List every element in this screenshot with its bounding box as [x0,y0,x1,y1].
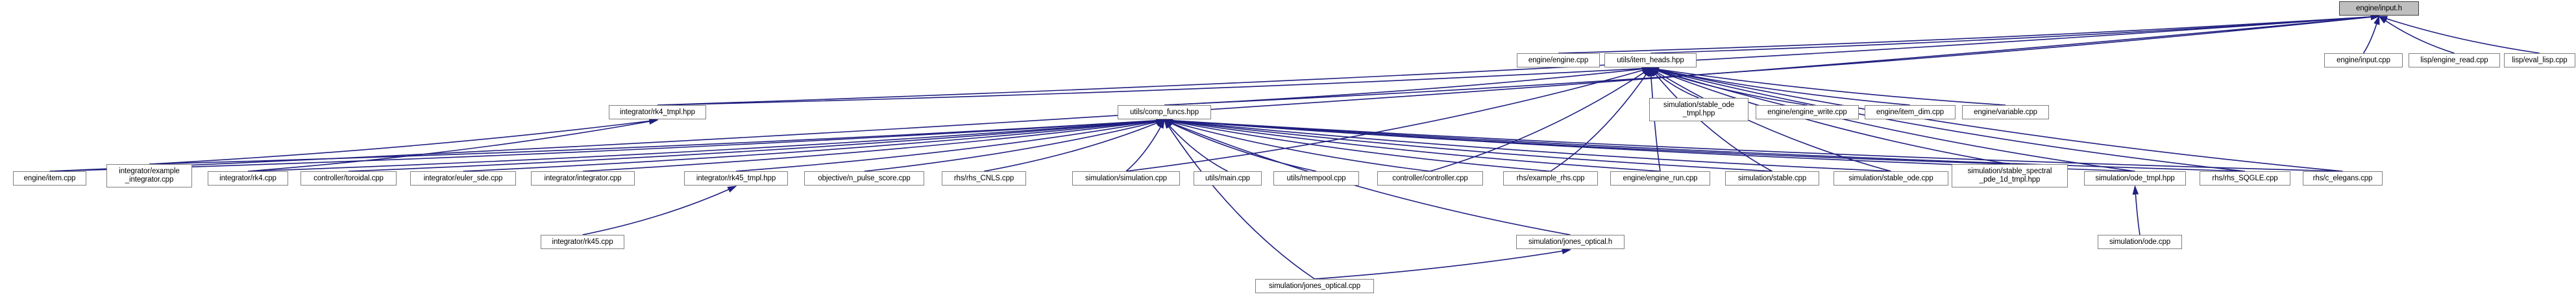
graph-edge [864,119,1166,172]
graph-node[interactable]: utils/item_heads.hpp [1604,53,1697,67]
graph-edge [582,186,737,235]
graph-edge [1125,119,1165,172]
graph-edge [1163,117,2246,172]
graph-edge [1314,248,1572,280]
graph-edge [1163,117,1773,172]
graph-edge [149,117,1166,165]
graph-edge [1163,117,2343,172]
graph-node[interactable]: rhs/c_elegans.cpp [2303,171,2383,186]
graph-edge [1164,14,2381,106]
graph-edge [2377,16,2540,54]
graph-edge [1164,66,1652,106]
graph-edge [1163,119,1430,172]
graph-node[interactable]: simulation/stable_ode _tmpl.hpp [1649,98,1748,121]
graph-edge [49,14,2381,172]
graph-node[interactable]: utils/comp_funcs.hpp [1118,105,1211,119]
graph-node[interactable]: lisp/eval_lisp.cpp [2504,53,2575,67]
graph-edge [1163,118,1661,172]
graph-node[interactable]: utils/mempool.cpp [1273,171,1359,186]
graph-edge [735,118,1166,172]
graph-node[interactable]: simulation/stable_spectral _pde_1d_tmpl.… [1952,164,2068,187]
graph-edge [1164,119,1315,280]
graph-node[interactable]: engine/input.cpp [2324,53,2403,67]
graph-edge [1163,118,1551,172]
graph-edge [1163,119,1317,172]
graph-node[interactable]: utils/main.cpp [1194,171,1262,186]
graph-node[interactable]: integrator/integrator.cpp [531,171,635,186]
graph-edge [348,117,1166,172]
graph-node[interactable]: integrator/rk4_tmpl.hpp [609,105,706,119]
graph-edge [1163,117,1891,172]
graph-edge [2378,16,2455,54]
graph-node[interactable]: rhs/example_rhs.cpp [1503,171,1598,186]
graph-edge [1163,119,1228,172]
graph-node[interactable]: integrator/euler_sde.cpp [410,171,516,186]
graph-node[interactable]: integrator/rk45_tmpl.hpp [684,171,788,186]
graph-edge [463,117,1166,172]
graph-node[interactable]: integrator/rk4.cpp [208,171,288,186]
graph-edge [149,117,659,165]
graph-edge [247,118,659,172]
graph-node[interactable]: simulation/jones_optical.h [1516,235,1625,249]
graph-node[interactable]: simulation/ode.cpp [2098,235,2182,249]
graph-node[interactable]: engine/item_dim.cpp [1865,105,1956,119]
graph-node[interactable]: integrator/example _integrator.cpp [106,164,192,187]
graph-edge [2362,15,2380,54]
graph-node-root[interactable]: engine/input.h [2339,1,2419,16]
graph-edge [1649,67,2343,172]
graph-node[interactable]: lisp/engine_read.cpp [2409,53,2500,67]
graph-node[interactable]: rhs/rhs_CNLS.cpp [942,171,1026,186]
graph-node[interactable]: simulation/simulation.cpp [1072,171,1180,186]
graph-node[interactable]: engine/engine_run.cpp [1610,171,1710,186]
graph-node[interactable]: engine/variable.cpp [1962,105,2049,119]
graph-edge [49,117,1166,172]
graph-node[interactable]: simulation/jones_optical.cpp [1255,279,1374,293]
graph-node[interactable]: integrator/rk45.cpp [541,235,624,249]
graph-node[interactable]: simulation/ode_tmpl.hpp [2084,171,2186,186]
graph-edge [657,65,1652,106]
graph-node[interactable]: engine/engine.cpp [1517,53,1600,67]
graph-node[interactable]: rhs/rhs_SQGLE.cpp [2200,171,2290,186]
graph-edge [1430,67,1652,172]
graph-edge [2132,185,2141,235]
graph-node[interactable]: simulation/stable_ode.cpp [1834,171,1948,186]
graph-edge [1125,67,1652,172]
graph-edge [247,117,1166,172]
graph-node[interactable]: objective/n_pulse_score.cpp [804,171,924,186]
graph-node[interactable]: engine/engine_write.cpp [1756,105,1859,119]
graph-edge [1650,14,2381,54]
graph-edge [1649,67,1699,99]
graph-edge [1163,117,2010,165]
graph-edge [983,119,1166,172]
graph-node[interactable]: simulation/stable.cpp [1725,171,1819,186]
graph-node[interactable]: controller/toroidal.cpp [301,171,397,186]
graph-node[interactable]: engine/item.cpp [13,171,86,186]
graph-edge [1550,67,1651,172]
graph-node[interactable]: controller/controller.cpp [1377,171,1483,186]
graph-edge [582,117,1166,172]
graph-edge [1558,14,2381,54]
